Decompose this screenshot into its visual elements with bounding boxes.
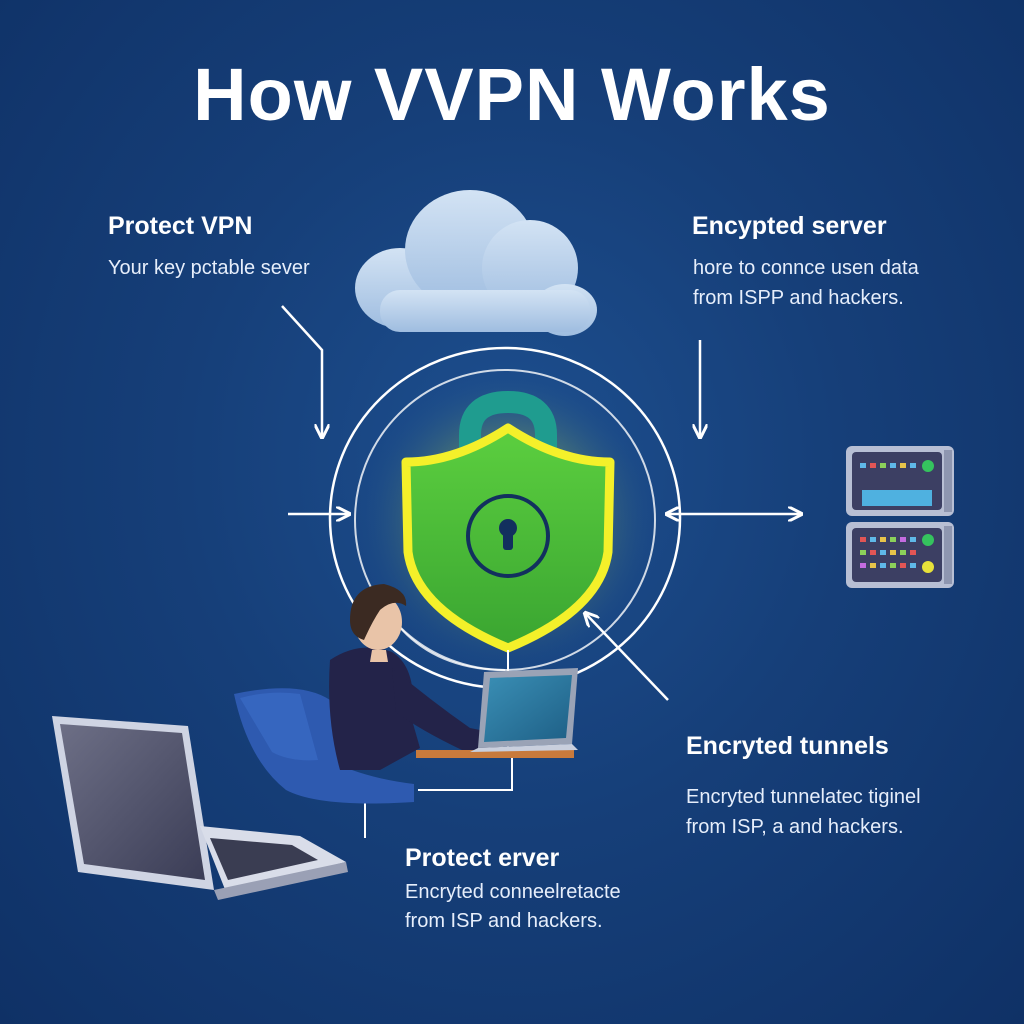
laptop-icon (52, 716, 348, 900)
bottom-center-heading: Protect erver (405, 844, 560, 872)
bottom-center-text-line2: from ISP and hackers. (405, 910, 603, 932)
top-left-text: Your key pctable sever (108, 257, 310, 279)
padlock-shackle (459, 390, 557, 486)
chair-icon (234, 688, 414, 804)
shield-lock-icon (401, 423, 615, 653)
top-left-heading: Protect VPN (108, 212, 253, 240)
top-right-text-line1: hore to connce usen data (693, 257, 919, 279)
top-right-text-line2: from ISPP and hackers. (693, 287, 904, 309)
desk-laptop (416, 668, 578, 758)
page-title: How VVPN Works (193, 53, 831, 136)
bottom-right-text-line1: Encryted tunnelatec tiginel (686, 786, 921, 808)
bottom-right-heading: Encryted tunnels (686, 732, 889, 760)
person-at-desk-icon (329, 584, 514, 770)
server-rack-icon (846, 446, 954, 588)
bottom-right-text-line2: from ISP, a and hackers. (686, 816, 904, 838)
cloud-icon (355, 190, 597, 336)
top-right-heading: Encypted server (692, 212, 887, 240)
keyhole-icon (499, 519, 517, 550)
bottom-center-text-line1: Encryted conneelretacte (405, 881, 621, 903)
flow-arrows (281, 305, 800, 838)
